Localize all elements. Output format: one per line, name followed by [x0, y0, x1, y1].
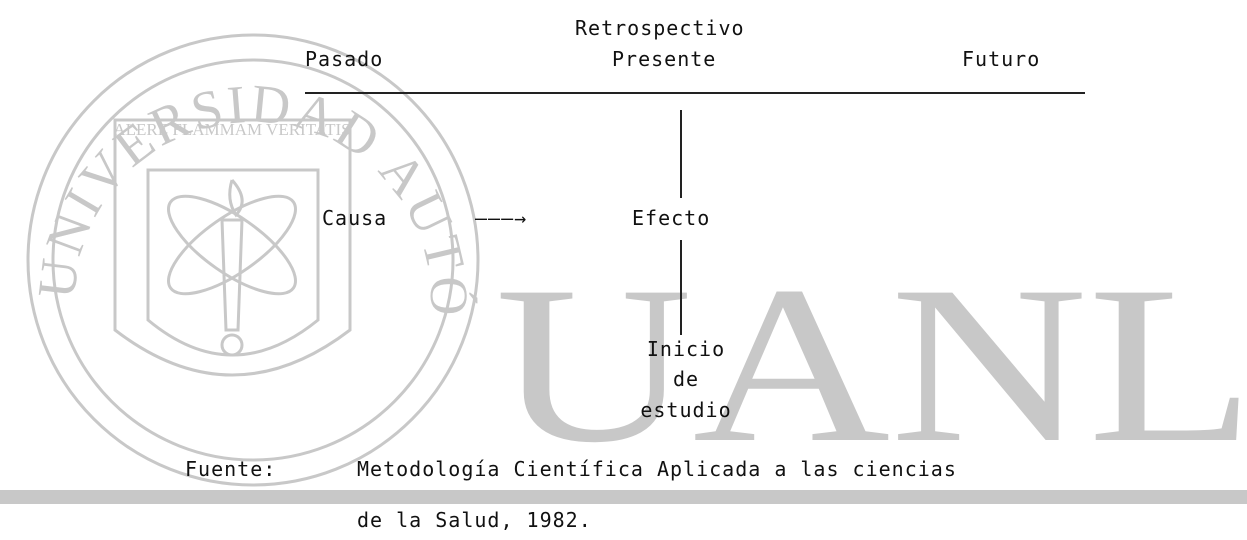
university-seal	[26, 33, 480, 487]
timeline-present: Presente	[612, 47, 717, 71]
present-marker-upper	[680, 110, 682, 198]
effect-label: Efecto	[632, 206, 711, 230]
study-start-line1: Inicio	[646, 337, 726, 361]
timeline-axis	[305, 92, 1085, 94]
seal-motto: ALERE FLAMMAM VERITATIS	[113, 120, 350, 139]
watermark-band	[0, 490, 1247, 504]
study-start-line2: de	[672, 367, 700, 391]
source-line2: de la Salud, 1982.	[357, 508, 592, 532]
timeline-future: Futuro	[962, 47, 1041, 71]
study-start-line3: estudio	[640, 398, 732, 422]
uanl-big-text: UANL	[495, 239, 1247, 489]
timeline-past: Pasado	[305, 47, 384, 71]
cause-effect-arrow: ———→	[475, 206, 528, 230]
present-marker-lower	[680, 240, 682, 335]
diagram-title: Retrospectivo	[575, 16, 745, 40]
seal-ring-text: UNIVERSIDAD AUTÓNOMA DE NUEVO LEÓN	[0, 0, 479, 319]
source-line1: Metodología Científica Aplicada a las ci…	[357, 457, 957, 481]
cause-label: Causa	[322, 206, 388, 230]
source-label: Fuente:	[185, 457, 277, 481]
